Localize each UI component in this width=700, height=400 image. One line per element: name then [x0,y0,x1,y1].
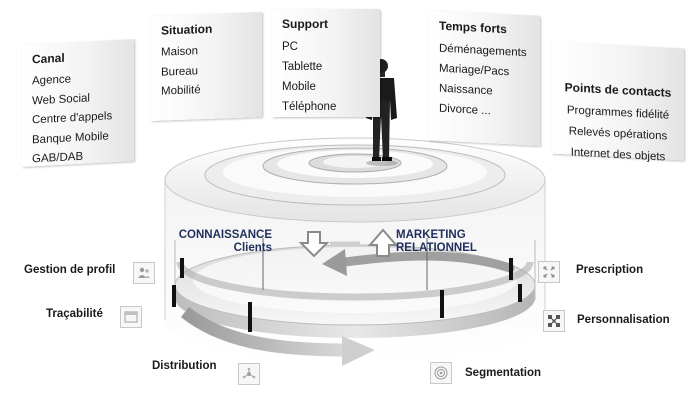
flow-connaissance-line2: Clients [233,242,272,254]
panel-points-heading: Points de contacts [564,80,672,100]
panel-temps-forts-item: Divorce ... [439,102,491,118]
arrow-down-icon [298,231,330,258]
panel-support-item: Téléphone [282,101,337,113]
expand-icon [538,261,560,283]
target-icon [430,362,452,384]
panel-temps-forts: Temps forts Déménagements Mariage/Pacs N… [429,10,540,146]
distribution-label: Distribution [152,360,217,372]
window-icon [120,306,142,328]
ring-markers [172,258,522,332]
panel-support-heading: Support [282,17,328,31]
gestion-de-profil-label: Gestion de profil [24,264,116,276]
flow-marketing-line1: MARKETING [396,229,466,241]
panel-canal: Canal Agence Web Social Centre d'appels … [22,39,134,167]
panel-support: Support PC Tablette Mobile Téléphone [272,9,380,117]
panel-situation-heading: Situation [161,21,213,38]
flow-connaissance-label: CONNAISSANCE Clients [172,229,272,255]
personnalisation-label: Personnalisation [577,314,670,326]
arrow-up-icon [367,228,399,257]
network-icon [238,363,260,385]
grid-icon [543,310,565,332]
cycle-arrow-upper [340,251,515,273]
users-icon [133,262,155,284]
panel-support-item: Tablette [282,61,323,73]
flow-marketing-line2: RELATIONNEL [396,242,477,254]
tracabilite-label: Traçabilité [46,308,103,320]
panel-situation-item: Mobilité [161,84,201,98]
panel-situation: Situation Maison Bureau Mobilité [151,12,262,121]
flow-connaissance-line1: CONNAISSANCE [178,229,272,241]
panel-temps-forts-heading: Temps forts [439,18,507,37]
segmentation-label: Segmentation [465,367,542,379]
flow-marketing-label: MARKETING RELATIONNEL [396,229,477,255]
prescription-label: Prescription [576,264,644,276]
middle-ring [175,285,535,338]
panel-support-item: PC [282,41,298,53]
panel-support-item: Mobile [282,81,316,93]
panel-canal-heading: Canal [32,50,65,67]
panel-points-de-contacts: Points de contacts Programmes fidélité R… [552,41,684,163]
distribution-arrow [180,306,346,357]
